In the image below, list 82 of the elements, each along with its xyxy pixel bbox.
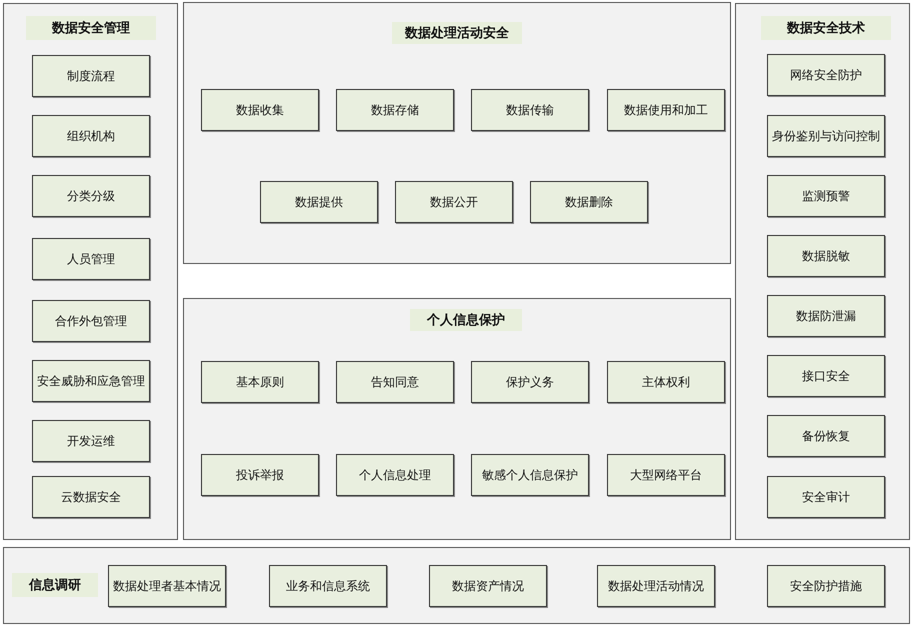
item-box <box>767 476 885 518</box>
item-label: 数据处理活动情况 <box>608 578 704 594</box>
item-box <box>32 420 150 462</box>
item-label: 敏感个人信息保护 <box>482 468 578 482</box>
item-label: 云数据安全 <box>61 490 121 504</box>
panel-heading: 数据处理活动安全 <box>392 22 522 44</box>
item-label: 分类分级 <box>67 188 115 204</box>
item-label: 备份恢复 <box>802 428 850 444</box>
item-label: 监测预警 <box>802 188 850 204</box>
item-label: 个人信息处理 <box>359 468 431 482</box>
item-box <box>767 415 885 457</box>
item-label: 告知同意 <box>371 374 419 390</box>
item-box <box>767 295 885 337</box>
item-box <box>471 454 589 496</box>
item-box <box>767 355 885 397</box>
item-box <box>260 181 378 223</box>
item-box <box>32 360 150 402</box>
item-label: 主体权利 <box>642 374 690 390</box>
item-box <box>336 89 454 131</box>
item-label: 合作外包管理 <box>55 314 127 328</box>
panel-heading: 数据安全管理 <box>26 16 156 40</box>
item-label: 身份鉴别与访问控制 <box>772 128 880 144</box>
item-box <box>471 89 589 131</box>
item-box <box>471 361 589 403</box>
item-label: 制度流程 <box>67 68 115 84</box>
item-label: 数据处理者基本情况 <box>113 578 221 594</box>
item-box <box>597 565 715 607</box>
item-box <box>530 181 648 223</box>
item-box <box>32 55 150 97</box>
item-box <box>767 54 885 96</box>
item-box <box>201 361 319 403</box>
item-label: 投诉举报 <box>236 468 284 482</box>
item-box <box>32 476 150 518</box>
item-label: 网络安全防护 <box>790 68 862 82</box>
group-panel <box>3 547 910 624</box>
item-box <box>767 115 885 157</box>
item-label: 数据防泄漏 <box>796 308 856 324</box>
item-label: 接口安全 <box>802 368 850 384</box>
item-box <box>607 89 725 131</box>
item-box <box>32 175 150 217</box>
item-label: 数据使用和加工 <box>624 102 708 118</box>
group-panel <box>183 2 731 264</box>
item-box <box>32 238 150 280</box>
item-box <box>607 454 725 496</box>
panel-heading: 数据安全技术 <box>761 16 891 40</box>
item-label: 业务和信息系统 <box>286 578 370 594</box>
item-box <box>201 89 319 131</box>
item-box <box>607 361 725 403</box>
item-box <box>767 175 885 217</box>
item-label: 数据删除 <box>565 194 613 210</box>
item-label: 大型网络平台 <box>630 468 702 482</box>
item-box <box>201 454 319 496</box>
item-box <box>336 361 454 403</box>
item-label: 安全审计 <box>802 490 850 504</box>
item-label: 开发运维 <box>67 434 115 448</box>
group-panel <box>3 3 178 540</box>
panel-heading: 信息调研 <box>12 573 98 597</box>
item-box <box>767 235 885 277</box>
item-label: 组织机构 <box>67 128 115 144</box>
item-label: 安全威胁和应急管理 <box>37 374 145 388</box>
item-box <box>767 565 885 607</box>
item-box <box>336 454 454 496</box>
item-label: 数据公开 <box>430 194 478 210</box>
panel-heading: 个人信息保护 <box>410 309 522 331</box>
item-label: 人员管理 <box>67 252 115 266</box>
item-label: 数据收集 <box>236 102 284 118</box>
item-box <box>269 565 387 607</box>
group-panel <box>183 298 731 540</box>
item-label: 安全防护措施 <box>790 578 862 594</box>
item-box <box>32 300 150 342</box>
item-box <box>395 181 513 223</box>
item-label: 数据传输 <box>506 102 554 118</box>
item-label: 基本原则 <box>236 374 284 390</box>
item-label: 数据提供 <box>295 194 343 210</box>
item-label: 数据存储 <box>371 102 419 118</box>
item-box <box>429 565 547 607</box>
group-panel <box>735 3 910 540</box>
item-box <box>32 115 150 157</box>
item-box <box>108 565 226 607</box>
item-label: 数据资产情况 <box>452 578 524 594</box>
item-label: 保护义务 <box>506 374 554 390</box>
item-label: 数据脱敏 <box>802 248 850 264</box>
